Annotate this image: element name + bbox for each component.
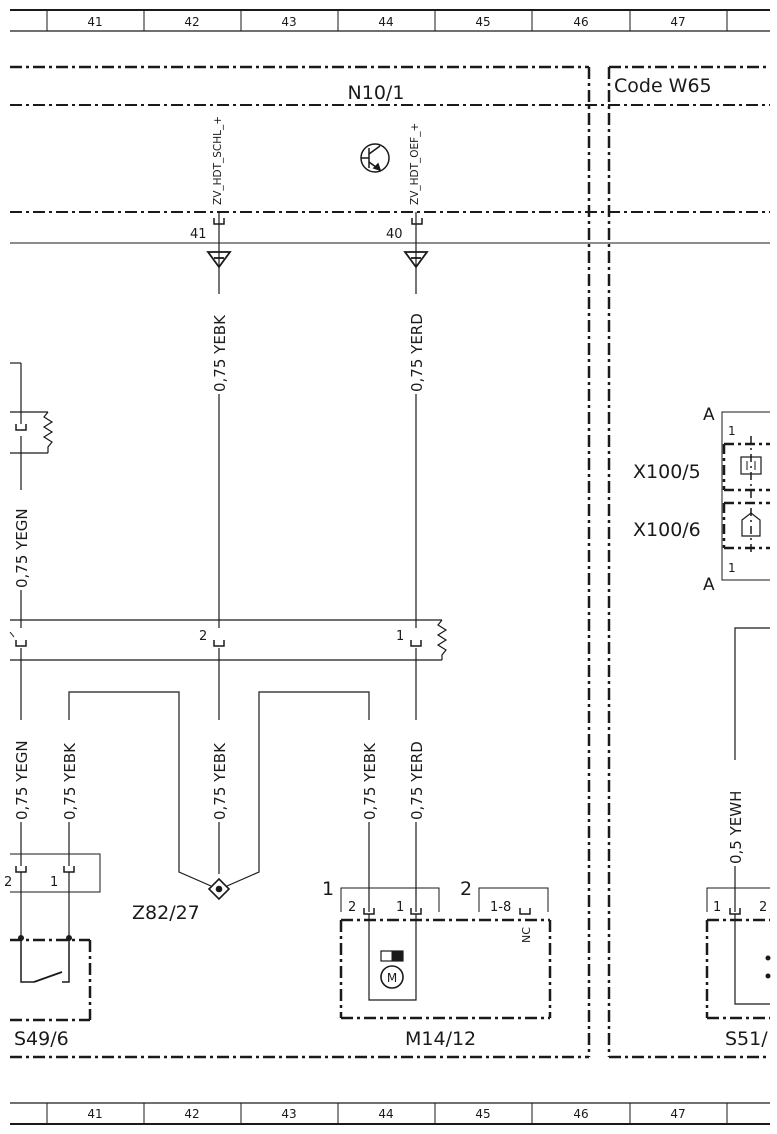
motor-symbol-icon: M <box>387 971 397 985</box>
signal-zv-hdt-oef: ZV_HDT_OEF_+ <box>409 123 421 205</box>
pin-41-label: 41 <box>190 227 207 242</box>
motor-pin-1: 1 <box>396 900 404 915</box>
wire-label-lower-1: 0,75 YEGN <box>13 740 31 820</box>
ruler-col-5: 45 <box>475 15 490 29</box>
wires <box>10 212 770 912</box>
motor-nc-label: NC <box>520 927 533 943</box>
ruler-bottom-col-2: 42 <box>184 1107 199 1121</box>
motor-pin-range: 1-8 <box>490 900 511 915</box>
signal-zv-hdt-schl: ZV_HDT_SCHL_+ <box>212 116 224 205</box>
switch-pin-1: 1 <box>50 875 58 890</box>
x100-a-bottom: A <box>703 575 715 595</box>
right-switch-label: S51/ <box>725 1028 768 1050</box>
control-unit-pin-markers <box>213 218 423 225</box>
x100-pin-top: 1 <box>728 424 736 438</box>
switch-label: S49/6 <box>14 1028 69 1050</box>
ruler-col-1: 41 <box>87 15 102 29</box>
left-edge-connector <box>10 411 54 454</box>
x100-connectors <box>721 411 770 581</box>
x100-pin-bottom: 1 <box>728 561 736 575</box>
motor-connector-1-label: 1 <box>322 878 334 900</box>
s51-pin-2-partial: 2 <box>759 900 767 915</box>
wire-label-lower-4: 0,75 YEBK <box>361 742 379 820</box>
control-unit-n10-1: N10/1 ZV_HDT_SCHL_+ ZV_HDT_OEF_+ 41 40 <box>10 82 770 244</box>
splice-z82-27 <box>207 877 231 901</box>
ruler-bottom-col-7: 47 <box>670 1107 685 1121</box>
ruler-col-7: 47 <box>670 15 685 29</box>
ruler-col-3: 43 <box>281 15 296 29</box>
wire-label-left-edge: 0,75 YEGN <box>13 508 31 588</box>
ruler-col-2: 42 <box>184 15 199 29</box>
plug-triangles <box>206 251 429 269</box>
main-frame <box>10 65 591 1059</box>
connector-pin-2: 2 <box>199 629 207 644</box>
connector-bar <box>9 619 448 661</box>
ruler-bottom-col-4: 44 <box>378 1107 393 1121</box>
wire-label-upper-right: 0,75 YERD <box>408 313 426 392</box>
motor-connector-2-label: 2 <box>460 878 472 900</box>
ruler-bottom-col-3: 43 <box>281 1107 296 1121</box>
wire-label-lower-2: 0,75 YEBK <box>61 742 79 820</box>
ruler-bottom-col-6: 46 <box>573 1107 588 1121</box>
ruler-col-4: 44 <box>378 15 393 29</box>
ruler-bottom-col-5: 45 <box>475 1107 490 1121</box>
code-box-label: Code W65 <box>614 75 712 97</box>
splice-label: Z82/27 <box>132 902 200 924</box>
code-w65-frame <box>607 65 770 1059</box>
ruler-bottom-col-1: 41 <box>87 1107 102 1121</box>
s51-pin-1: 1 <box>713 900 721 915</box>
motor-label: M14/12 <box>405 1028 476 1050</box>
motor-pin-2: 2 <box>348 900 356 915</box>
bottom-ruler: 41 42 43 44 45 46 47 <box>10 1102 770 1125</box>
x100-5-label: X100/5 <box>633 461 701 483</box>
wire-label-right-side: 0,5 YEWH <box>727 791 745 864</box>
wire-label-lower-3: 0,75 YEBK <box>211 742 229 820</box>
transistor-icon <box>360 143 390 173</box>
switch-s51 <box>705 887 771 1020</box>
x100-6-label: X100/6 <box>633 519 701 541</box>
top-ruler: 41 42 43 44 45 46 47 <box>10 9 770 32</box>
motor-m14-12 <box>339 887 552 1020</box>
switch-s49-6 <box>10 853 101 1022</box>
x100-a-top: A <box>703 405 715 425</box>
control-unit-label: N10/1 <box>348 82 405 104</box>
wire-label-lower-5: 0,75 YERD <box>408 741 426 820</box>
pin-40-label: 40 <box>386 227 403 242</box>
wire-labels: 0,75 YEBK 0,75 YERD 0,75 YEGN 0,75 YEGN … <box>13 313 745 864</box>
switch-pin-2-partial: 2 <box>4 875 12 890</box>
ruler-col-6: 46 <box>573 15 588 29</box>
wire-label-upper-left: 0,75 YEBK <box>211 314 229 392</box>
connector-pin-1: 1 <box>396 629 404 644</box>
